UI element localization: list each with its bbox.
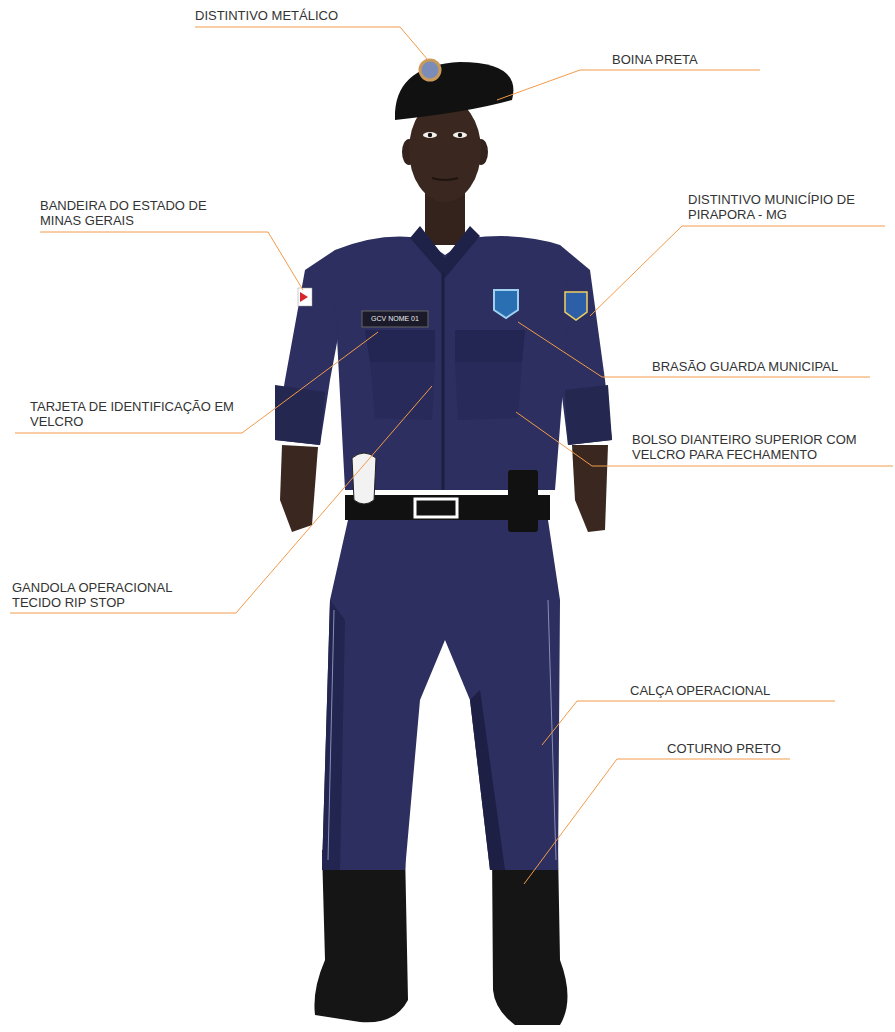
callout-label: TARJETA DE IDENTIFICAÇÃO EM VELCRO (30, 399, 252, 429)
leader-line (516, 412, 893, 466)
callout-label: GANDOLA OPERACIONAL TECIDO RIP STOP (12, 580, 212, 610)
callout-label: DISTINTIVO MUNICÍPIO DE PIRAPORA - MG (688, 192, 883, 222)
leader-line (40, 232, 303, 290)
leader-line (518, 322, 870, 377)
callout-label: CALÇA OPERACIONAL (630, 683, 770, 698)
callout-label: BOINA PRETA (612, 52, 698, 67)
callout-label: DISTINTIVO METÁLICO (195, 8, 338, 23)
leader-line (542, 701, 835, 745)
leader-line (497, 70, 760, 100)
leader-line (524, 759, 790, 884)
leader-line (195, 27, 428, 60)
leader-line (590, 226, 885, 316)
callout-label: COTURNO PRETO (667, 741, 781, 756)
name-tag-text: GCV NOME 01 (362, 313, 428, 325)
callout-label: BRASÃO GUARDA MUNICIPAL (652, 359, 838, 374)
callout-label: BANDEIRA DO ESTADO DE MINAS GERAIS (40, 198, 215, 228)
leader-line (15, 332, 378, 433)
leader-line (10, 386, 432, 613)
callout-label: BOLSO DIANTEIRO SUPERIOR COM VELCRO PARA… (632, 432, 864, 462)
